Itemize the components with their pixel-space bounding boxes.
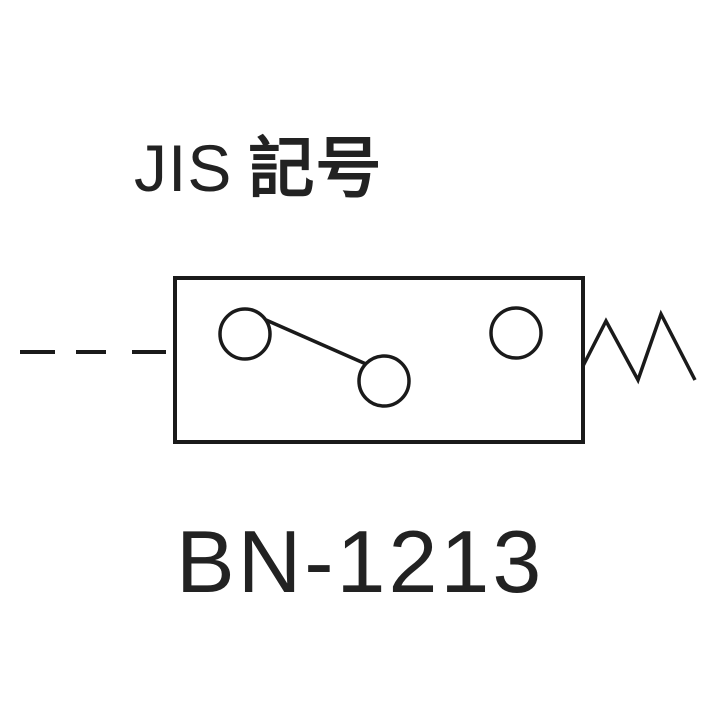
switch-body-box (173, 276, 585, 444)
model-number: BN-1213 (176, 512, 545, 611)
return-spring-zigzag (581, 309, 697, 385)
common-contact-circle (218, 307, 272, 361)
moving-contact-link (265, 318, 367, 366)
title-latin: JIS (134, 131, 233, 205)
title-japanese: 記号 (248, 130, 383, 207)
closed-contact-circle (357, 354, 411, 408)
open-contact-circle (489, 306, 543, 360)
